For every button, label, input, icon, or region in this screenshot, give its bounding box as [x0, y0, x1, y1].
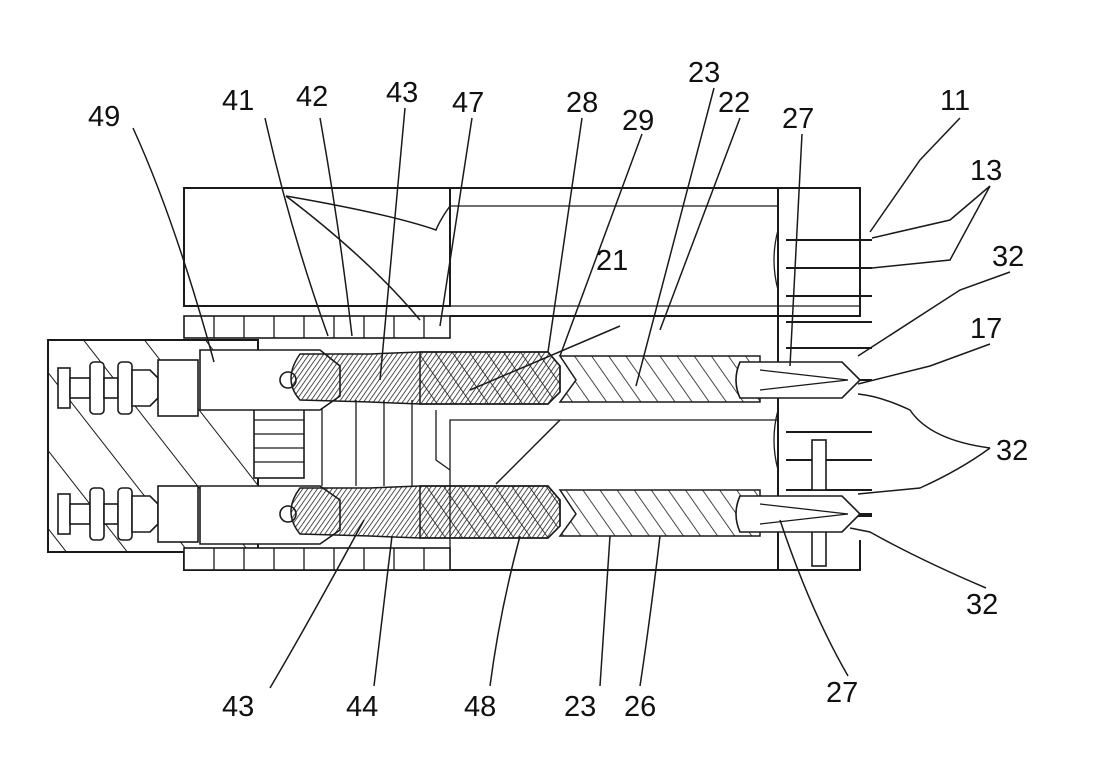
label-28: 28 — [566, 87, 598, 119]
label-13: 13 — [970, 155, 1002, 187]
label-49: 49 — [88, 101, 120, 133]
label-23-top: 23 — [688, 57, 720, 89]
label-44: 44 — [346, 691, 378, 723]
label-32-b: 32 — [996, 435, 1028, 467]
label-17: 17 — [970, 313, 1002, 345]
upper-contact-assembly — [200, 350, 872, 410]
label-21: 21 — [596, 245, 628, 277]
label-48: 48 — [464, 691, 496, 723]
label-41: 41 — [222, 85, 254, 117]
middle-coil-block — [254, 400, 450, 486]
label-47: 47 — [452, 87, 484, 119]
label-43-top: 43 — [386, 77, 418, 109]
label-11: 11 — [940, 85, 970, 117]
label-32-c: 32 — [966, 589, 998, 621]
label-32-a: 32 — [992, 241, 1024, 273]
label-43-bottom: 43 — [222, 691, 254, 723]
label-27-bottom: 27 — [826, 677, 858, 709]
label-42: 42 — [296, 81, 328, 113]
label-29: 29 — [622, 105, 654, 137]
label-22: 22 — [718, 87, 750, 119]
label-23-bottom: 23 — [564, 691, 596, 723]
lower-contact-assembly — [200, 486, 872, 544]
label-26: 26 — [624, 691, 656, 723]
label-27-top: 27 — [782, 103, 814, 135]
